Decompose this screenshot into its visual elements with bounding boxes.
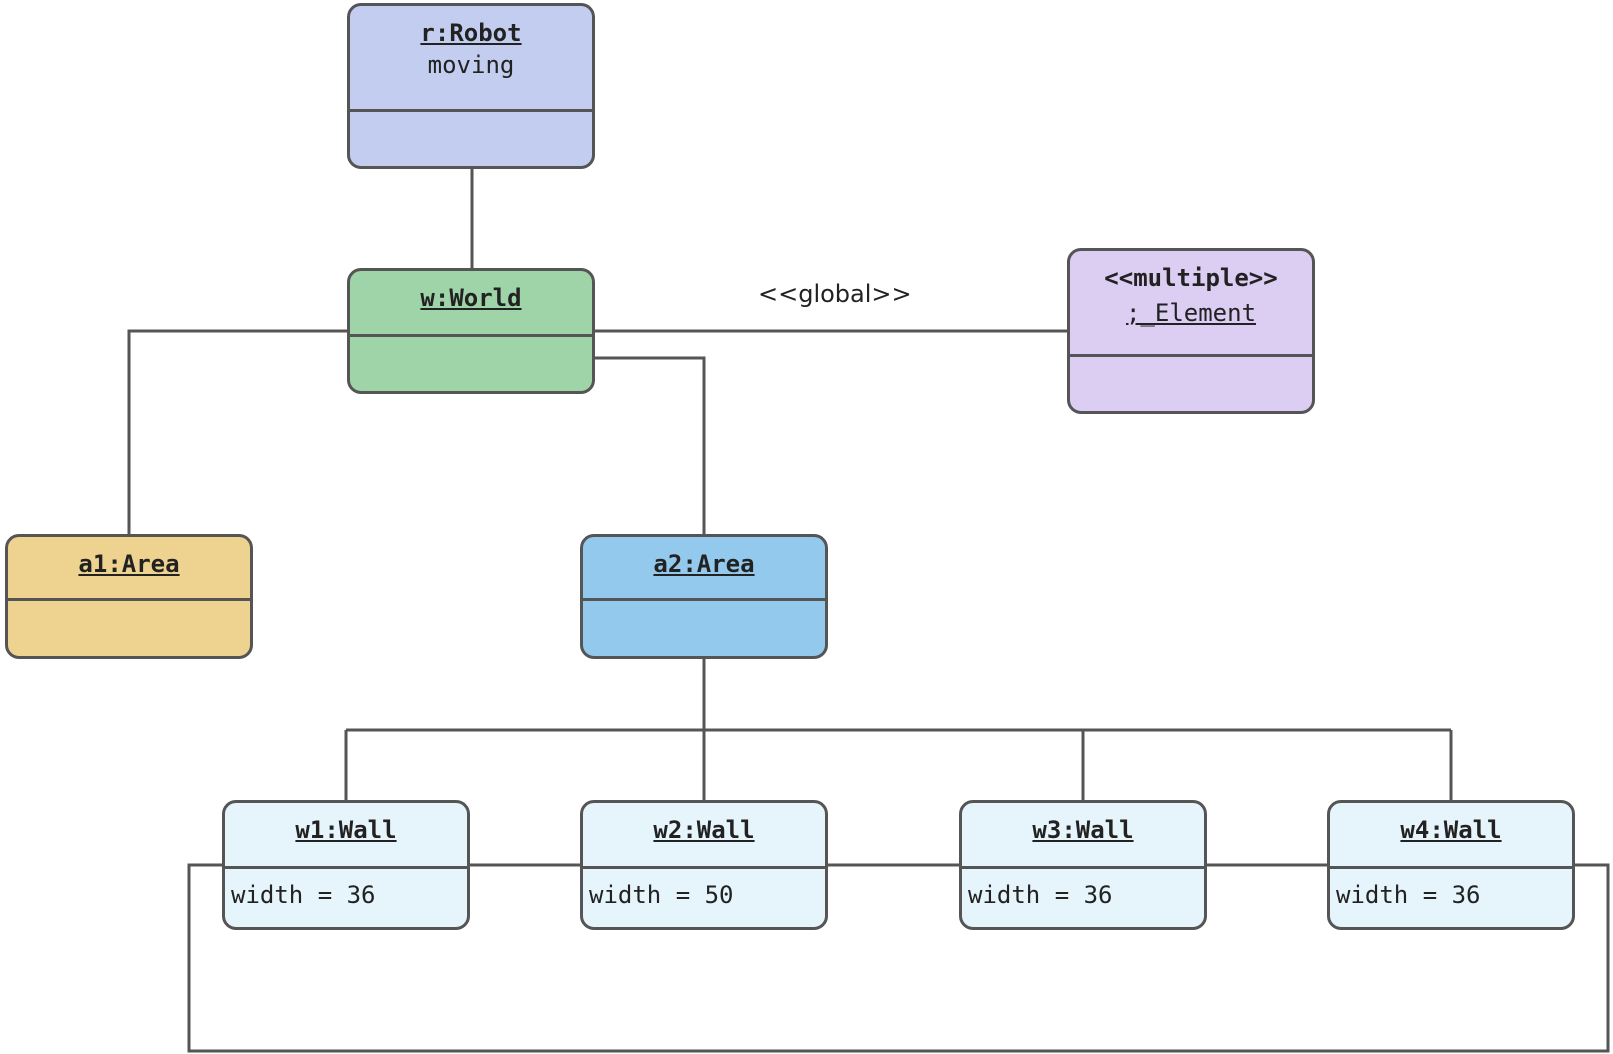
area2-object-header: a2:Area: [583, 537, 825, 601]
edge-world-area1: [127, 329, 348, 534]
multiple-element-type: ;_Element: [1125, 299, 1257, 327]
area1-object-attributes: [8, 601, 250, 613]
area2-object-attributes: [583, 601, 825, 613]
area2-object[interactable]: a2:Area: [580, 534, 828, 659]
wall-width-attribute: width = 36: [1336, 881, 1481, 909]
robot-object-name: r:Robot: [420, 19, 522, 47]
area1-object-name: a1:Area: [78, 550, 180, 578]
wall-object-name: w3:Wall: [1032, 816, 1134, 844]
world-object-name: w:World: [420, 284, 522, 312]
edge-world-area2: [594, 356, 706, 534]
world-object-attributes: [350, 337, 592, 349]
multiple-element-attributes: [1070, 357, 1312, 369]
wall-object-name: w2:Wall: [653, 816, 755, 844]
wall-object-header: w3:Wall: [962, 803, 1204, 869]
robot-object-state: moving: [427, 51, 515, 79]
wall-width-attribute: width = 36: [968, 881, 1113, 909]
walls-frame: [187, 863, 1610, 1053]
wall-object[interactable]: w3:Wall width = 36: [959, 800, 1207, 930]
wall-object-name: w4:Wall: [1400, 816, 1502, 844]
wall-object-header: w2:Wall: [583, 803, 825, 869]
wall-width-attribute: width = 50: [589, 881, 734, 909]
world-object-header: w:World: [350, 271, 592, 337]
wall-width-attribute: width = 36: [231, 881, 376, 909]
robot-object[interactable]: r:Robot moving: [347, 3, 595, 169]
wall-object-name: w1:Wall: [295, 816, 397, 844]
edge-label-global: <<global>>: [758, 280, 912, 308]
area1-object[interactable]: a1:Area: [5, 534, 253, 659]
wall-object-header: w1:Wall: [225, 803, 467, 869]
wall-object-header: w4:Wall: [1330, 803, 1572, 869]
multiple-element-object[interactable]: <<multiple>> ;_Element: [1067, 248, 1315, 414]
multiple-element-header: <<multiple>> ;_Element: [1070, 251, 1312, 357]
world-object[interactable]: w:World: [347, 268, 595, 394]
area2-object-name: a2:Area: [653, 550, 755, 578]
robot-object-attributes: [350, 112, 592, 124]
wall-object[interactable]: w4:Wall width = 36: [1327, 800, 1575, 930]
wall-object[interactable]: w1:Wall width = 36: [222, 800, 470, 930]
wall-object[interactable]: w2:Wall width = 50: [580, 800, 828, 930]
area1-object-header: a1:Area: [8, 537, 250, 601]
robot-object-header: r:Robot moving: [350, 6, 592, 112]
multiple-element-stereotype: <<multiple>>: [1104, 264, 1278, 292]
